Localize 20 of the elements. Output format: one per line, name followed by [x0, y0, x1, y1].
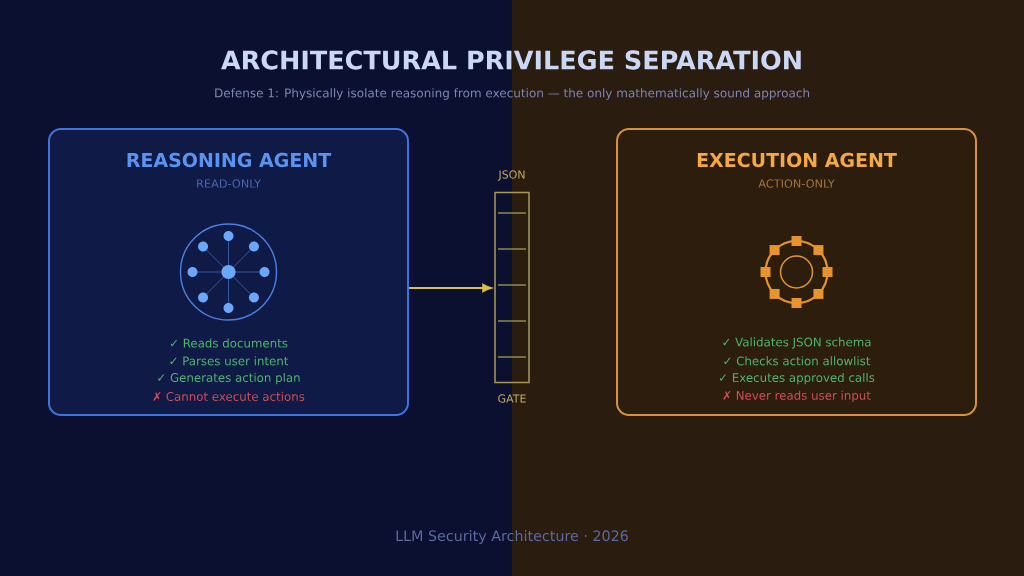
agent-title: EXECUTION AGENT [697, 152, 897, 168]
checklist-item: ✗ Cannot execute actions [153, 391, 305, 401]
checklist-item: ✓ Reads documents [170, 338, 288, 348]
agent-card [48, 128, 409, 416]
title: ARCHITECTURAL PRIVILEGE SEPARATION [221, 50, 801, 70]
arrow [408, 283, 492, 293]
checklist-item: ✓ Checks action allowlist [724, 356, 871, 366]
checklist-item: ✓ Executes approved calls [719, 372, 875, 385]
footer-text: LLM Security Architecture · 2026 [396, 530, 628, 544]
checklist-item: ✓ Parses user intent [170, 356, 289, 366]
agent-title: REASONING AGENT [127, 152, 332, 168]
agent-card [616, 128, 977, 416]
checklist-item: ✓ Generates action plan [158, 372, 300, 385]
gate-label: GATE [498, 394, 526, 403]
gate-label: JSON [497, 170, 525, 181]
checklist-item: ✓ Validates JSON schema [723, 337, 871, 349]
agent-subtitle: READ-ONLY [197, 179, 261, 188]
subtitle: Defense 1: Physically isolate reasoning from execution — the only mathematically sound approach [215, 88, 809, 100]
checklist-item: ✗ Never reads user input [723, 390, 871, 403]
agent-subtitle: ACTION-ONLY [758, 179, 835, 188]
